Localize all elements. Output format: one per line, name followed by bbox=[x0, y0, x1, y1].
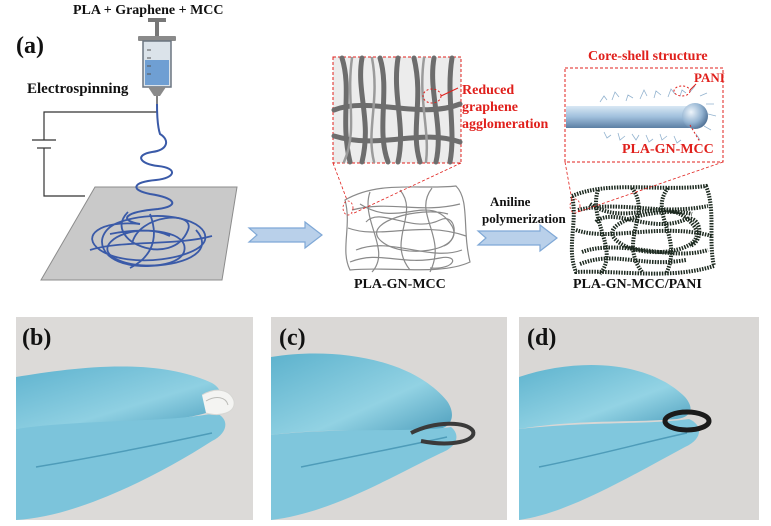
annotation-line-2: graphene bbox=[462, 100, 518, 115]
syringe-icon bbox=[138, 18, 176, 104]
aniline-step-label: Aniline polymerization bbox=[482, 193, 566, 227]
fiber-mat-black bbox=[569, 183, 717, 276]
collector-plate bbox=[40, 186, 238, 281]
glove-photo-b bbox=[16, 317, 253, 520]
arrow-1 bbox=[247, 220, 323, 250]
photo-c: (c) bbox=[271, 317, 507, 520]
syringe-label: PLA + Graphene + MCC bbox=[73, 3, 224, 18]
glove-photo-c bbox=[271, 317, 507, 520]
agglomeration-annotation: Reduced graphene agglomeration bbox=[462, 82, 548, 133]
mat2-label: PLA-GN-MCC/PANI bbox=[573, 277, 702, 292]
core-shell-fiber bbox=[566, 85, 717, 144]
circuit-wires bbox=[32, 104, 158, 197]
core-shell-title: Core-shell structure bbox=[588, 49, 708, 64]
fiber-jet bbox=[126, 103, 173, 225]
glove-photo-d bbox=[519, 317, 759, 520]
fiber-mat-grey bbox=[344, 185, 471, 273]
panel-letter-c: (c) bbox=[279, 325, 306, 351]
core-label: PLA-GN-MCC bbox=[622, 142, 714, 157]
fiber-mat-blue bbox=[89, 211, 213, 269]
panel-letter-d: (d) bbox=[527, 325, 557, 351]
mat1-label: PLA-GN-MCC bbox=[354, 277, 446, 292]
step-label-line-2: polymerization bbox=[482, 211, 566, 226]
photo-b: (b) bbox=[16, 317, 253, 520]
panel-letter-b: (b) bbox=[22, 325, 52, 351]
annotation-line-1: Reduced bbox=[462, 83, 515, 98]
electrospinning-setup bbox=[32, 18, 724, 281]
photo-d: (d) bbox=[519, 317, 759, 520]
electrospinning-label: Electrospinning bbox=[27, 81, 129, 97]
arrow-2 bbox=[476, 223, 558, 253]
panel-letter-a: (a) bbox=[16, 33, 44, 59]
pani-label: PANI bbox=[694, 70, 725, 85]
annotation-line-3: agglomeration bbox=[462, 117, 549, 132]
step-label-line-1: Aniline bbox=[490, 194, 531, 209]
